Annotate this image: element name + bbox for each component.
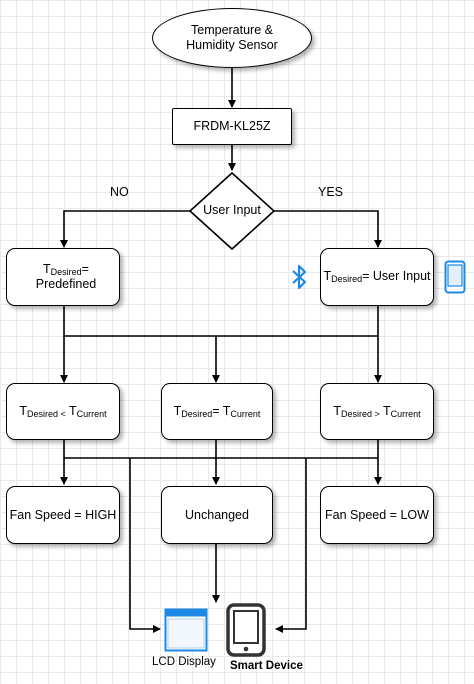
fan-high-node: Fan Speed = HIGH bbox=[6, 486, 120, 544]
tablet-icon bbox=[226, 603, 266, 657]
smartphone-icon bbox=[444, 260, 466, 294]
sensor-node: Temperature & Humidity Sensor bbox=[152, 8, 312, 68]
user-input-label: TDesired= User Input bbox=[323, 269, 431, 285]
predefined-node: TDesired= Predefined bbox=[6, 248, 120, 306]
lcd-display-label: LCD Display bbox=[152, 656, 216, 668]
cmp-equal-label: TDesired= TCurrent bbox=[173, 403, 261, 419]
fan-low-node: Fan Speed = LOW bbox=[320, 486, 434, 544]
smart-device-label: Smart Device bbox=[230, 660, 303, 672]
cmp-greater-node: TDesired > TCurrent bbox=[320, 383, 434, 440]
arrow-to-lcd bbox=[129, 458, 161, 633]
arrow-to-smart-device bbox=[275, 458, 307, 633]
fan-high-label: Fan Speed = HIGH bbox=[9, 507, 117, 522]
cmp-equal-node: TDesired= TCurrent bbox=[161, 383, 273, 440]
branch-yes-label: YES bbox=[318, 185, 344, 199]
fan-low-label: Fan Speed = LOW bbox=[325, 507, 429, 522]
decision-label: User Input bbox=[203, 203, 261, 217]
cmp-greater-label: TDesired > TCurrent bbox=[333, 403, 421, 419]
unchanged-label: Unchanged bbox=[185, 507, 249, 522]
decision-diamond bbox=[188, 171, 276, 251]
mcu-node: FRDM-KL25Z bbox=[172, 108, 292, 145]
bluetooth-icon bbox=[292, 264, 307, 290]
unchanged-node: Unchanged bbox=[161, 486, 273, 544]
predefined-label: TDesired= Predefined bbox=[35, 262, 97, 292]
arrow-yes-branch bbox=[274, 210, 382, 248]
sensor-label: Temperature & Humidity Sensor bbox=[186, 23, 278, 52]
cmp-less-node: TDesired < TCurrent bbox=[6, 383, 120, 440]
arrow-no-branch bbox=[60, 210, 190, 248]
mcu-label: FRDM-KL25Z bbox=[193, 119, 271, 134]
user-input-node: TDesired= User Input bbox=[320, 248, 434, 306]
cmp-less-label: TDesired < TCurrent bbox=[19, 403, 107, 419]
window-icon bbox=[164, 608, 208, 652]
branch-no-label: NO bbox=[110, 185, 129, 199]
